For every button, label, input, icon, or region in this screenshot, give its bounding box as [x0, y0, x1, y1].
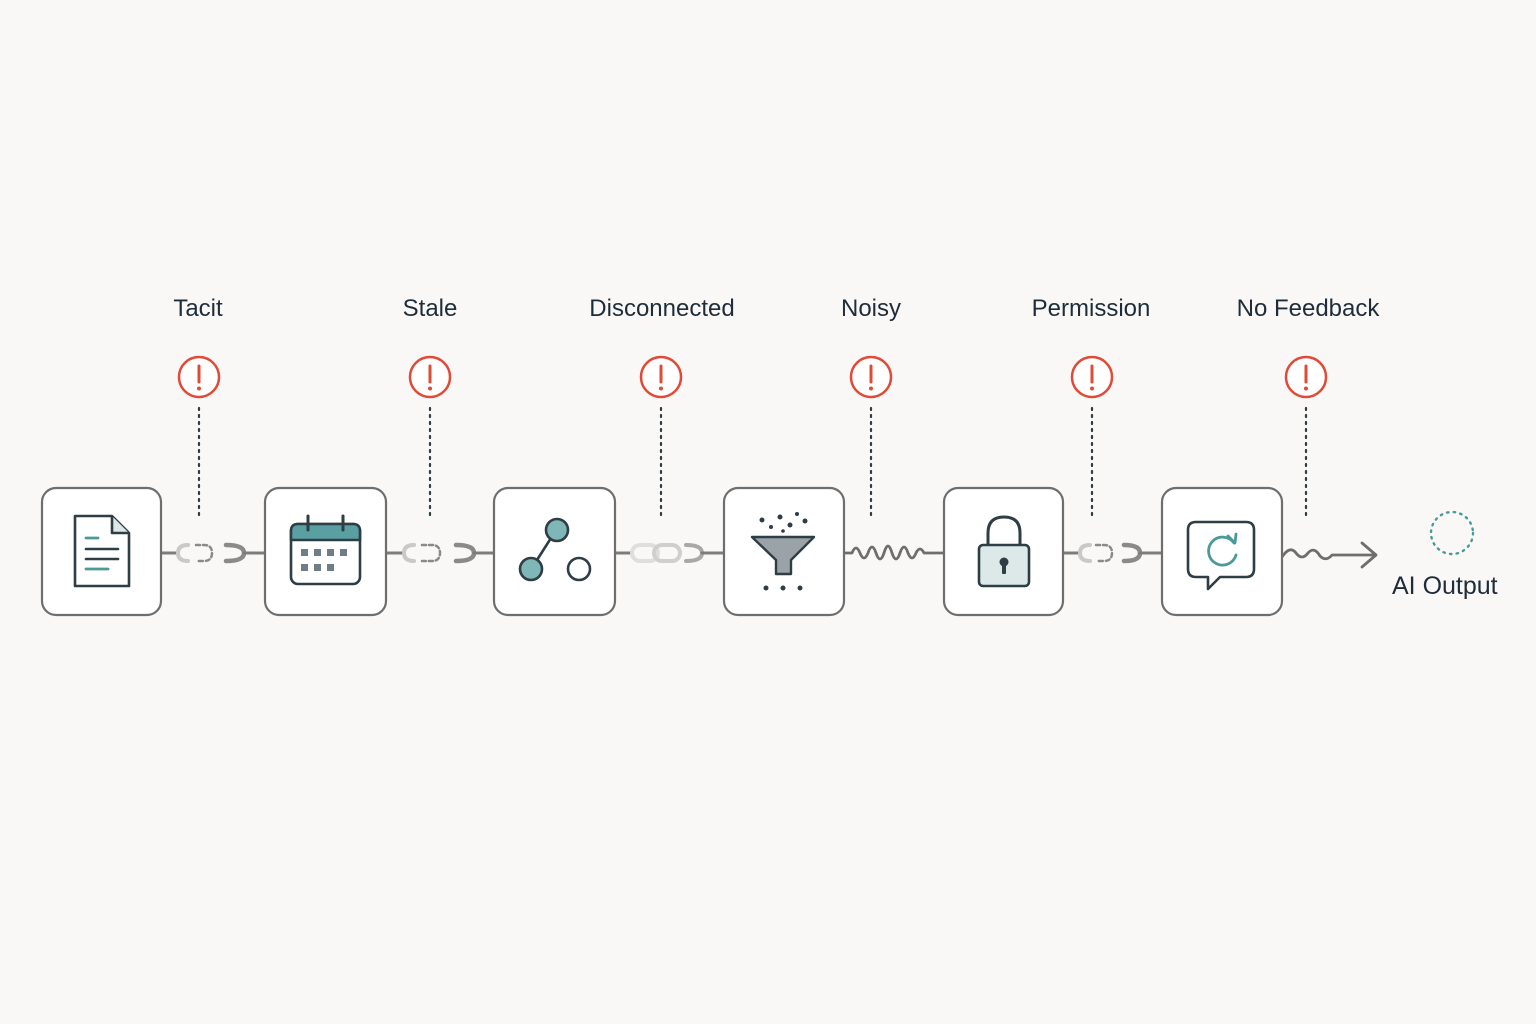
chat-refresh-icon	[1186, 520, 1256, 591]
node-graph	[492, 486, 617, 617]
connector-broken-chain-2	[384, 542, 496, 564]
exclamation-circle-icon	[408, 355, 452, 399]
connector-faded-chain	[613, 543, 726, 563]
issue-label-tacit: Tacit	[173, 295, 223, 322]
dotted-circle-icon	[1429, 510, 1475, 556]
issue-label-no-feedback: No Feedback	[1236, 295, 1380, 322]
connector-squiggle-arrow	[1280, 541, 1378, 569]
exclamation-circle-icon	[1070, 355, 1114, 399]
node-lock	[942, 486, 1065, 617]
alert-disconnected	[639, 355, 683, 518]
exclamation-circle-icon	[639, 355, 683, 399]
node-calendar	[263, 486, 388, 617]
connector-broken-chain-1	[160, 542, 267, 564]
exclamation-circle-icon	[849, 355, 893, 399]
network-graph-icon	[518, 517, 592, 582]
exclamation-circle-icon	[1284, 355, 1328, 399]
issue-label-noisy: Noisy	[840, 295, 901, 322]
issue-label-disconnected: Disconnected	[589, 295, 735, 322]
node-chat	[1160, 486, 1284, 617]
calendar-icon	[289, 514, 362, 586]
issue-label-permission: Permission	[1031, 295, 1151, 322]
alert-noisy	[849, 355, 893, 518]
connector-broken-chain-3	[1061, 542, 1164, 564]
exclamation-circle-icon	[177, 355, 221, 399]
padlock-icon	[977, 515, 1031, 588]
node-document	[40, 486, 163, 617]
document-icon	[73, 514, 131, 588]
alert-no-feedback	[1284, 355, 1328, 518]
alert-tacit	[177, 355, 221, 518]
funnel-icon	[750, 512, 816, 591]
issue-label-stale: Stale	[402, 295, 458, 322]
alert-stale	[408, 355, 452, 518]
alert-permission	[1070, 355, 1114, 518]
connector-wavy-noise	[842, 544, 946, 561]
node-filter	[722, 486, 846, 617]
output-label: AI Output	[1392, 572, 1498, 600]
